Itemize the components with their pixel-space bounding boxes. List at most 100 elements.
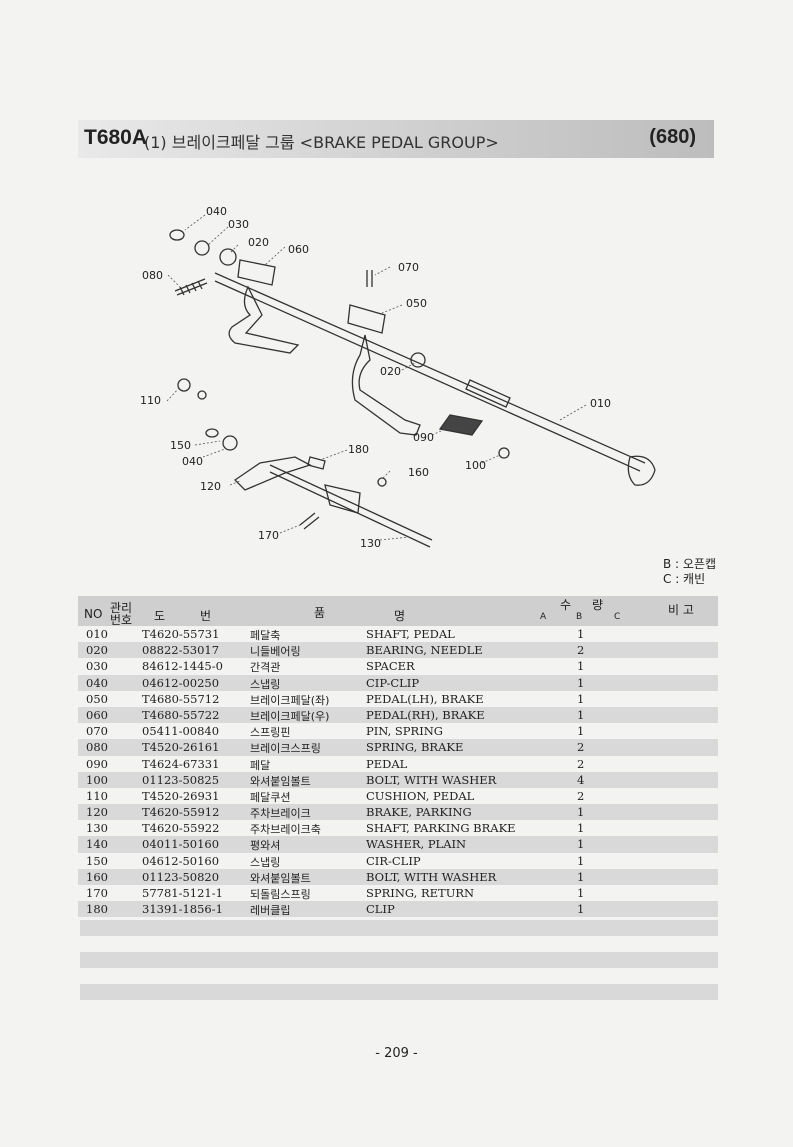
pedal-rh <box>228 259 300 354</box>
cell-no: 160 <box>86 869 108 884</box>
cell-name-kr: 평와셔 <box>250 839 281 853</box>
cell-part-number: 01123-50825 <box>142 772 220 787</box>
cell-no: 060 <box>86 707 108 722</box>
section-ref: (680) <box>649 126 696 148</box>
cell-no: 080 <box>86 740 108 755</box>
pin-070 <box>366 270 373 287</box>
callout-100: 100 <box>465 459 486 472</box>
cell-part-number: 05411-00840 <box>142 724 220 739</box>
cell-part-number: T4624-67331 <box>142 756 220 771</box>
clip-040b <box>205 428 219 438</box>
cell-name-en: WASHER, PLAIN <box>366 837 467 852</box>
bolt-160 <box>377 477 387 487</box>
cell-part-number: T4520-26161 <box>142 740 220 755</box>
parking-bracket <box>324 484 361 514</box>
callout-120: 120 <box>200 480 221 493</box>
header-name-2: 명 <box>394 609 406 623</box>
cell-no: 180 <box>86 902 108 917</box>
spring-080 <box>174 278 208 296</box>
cell-part-number: 04011-50160 <box>142 837 220 852</box>
cell-name-kr: 스냅링 <box>250 855 281 869</box>
model-code: T680A <box>84 126 148 149</box>
callout-150: 150 <box>170 439 191 452</box>
cell-qty-b: 1 <box>577 821 585 836</box>
callout-010: 010 <box>590 397 611 410</box>
cell-no: 110 <box>86 788 108 803</box>
cell-part-number: 08822-53017 <box>142 643 220 658</box>
cell-name-kr: 주차브레이크 <box>250 807 311 821</box>
header-no: NO <box>84 607 103 621</box>
header-drawing-1: 도 <box>154 609 166 623</box>
cell-part-number: T4620-55922 <box>142 821 220 836</box>
cell-no: 090 <box>86 756 108 771</box>
cell-name-kr: 브레이크페달(우) <box>250 709 330 723</box>
callout-040b: 040 <box>182 455 203 468</box>
parking-shaft <box>269 464 433 548</box>
callout-030: 030 <box>228 218 249 231</box>
table-header: NO 관리 번호 도 번 품 명 수 량 A B C 비 고 <box>78 596 718 627</box>
clip-180 <box>307 456 326 470</box>
callout-170: 170 <box>258 529 279 542</box>
cell-name-kr: 간격관 <box>250 661 281 675</box>
cell-qty-b: 1 <box>577 724 585 739</box>
cell-no: 030 <box>86 659 108 674</box>
table-row: 140 04011-50160 평와셔 WASHER, PLAIN 1 <box>78 836 718 853</box>
cell-qty-b: 1 <box>577 837 585 852</box>
cell-no: 070 <box>86 724 108 739</box>
cell-qty-b: 1 <box>577 805 585 820</box>
cell-name-en: PEDAL(LH), BRAKE <box>366 691 484 706</box>
cell-name-en: SPRING, RETURN <box>366 886 475 900</box>
cell-name-kr: 레버클립 <box>250 904 291 918</box>
cell-name-en: CIP-CLIP <box>366 675 420 690</box>
cell-qty-b: 1 <box>577 902 585 917</box>
blank-row <box>80 952 718 968</box>
cell-part-number: 04612-00250 <box>142 675 220 690</box>
cell-name-kr: 와셔붙임볼트 <box>250 871 311 885</box>
cell-no: 130 <box>86 821 108 836</box>
callout-050: 050 <box>406 297 427 310</box>
cell-no: 050 <box>86 691 108 706</box>
legend: B : 오픈캡 C : 캐빈 <box>663 557 716 587</box>
bolt-100 <box>498 447 510 459</box>
bearing-020b <box>410 352 426 368</box>
pedal-pad-090 <box>438 414 484 436</box>
callout-020b: 020 <box>380 365 401 378</box>
cell-name-kr: 페달축 <box>250 629 281 642</box>
header-drawing-2: 번 <box>200 609 212 623</box>
bolt-110b <box>197 390 207 400</box>
callout-160: 160 <box>408 466 429 479</box>
cell-name-kr: 브레이크스프링 <box>250 742 321 756</box>
washer-150 <box>222 435 238 451</box>
callout-080: 080 <box>142 269 163 282</box>
spacer-030 <box>194 240 210 256</box>
cell-name-en: SHAFT, PARKING BRAKE <box>366 821 516 836</box>
cell-name-en: CLIP <box>366 902 395 917</box>
header-qty-2: 량 <box>592 598 604 612</box>
cell-qty-b: 1 <box>577 869 585 884</box>
cell-part-number: 04612-50160 <box>142 853 220 868</box>
cell-name-en: PIN, SPRING <box>366 724 443 739</box>
cell-part-number: T4680-55722 <box>142 707 220 722</box>
cell-name-en: CUSHION, PEDAL <box>366 788 475 803</box>
header-name-1: 품 <box>314 606 326 620</box>
header-col-c: C <box>614 612 621 622</box>
legend-b: B : 오픈캡 <box>663 557 717 571</box>
legend-c: C : 캐빈 <box>663 572 706 586</box>
cell-part-number: 31391-1856-1 <box>142 902 223 917</box>
shaft-010 <box>214 272 646 472</box>
cell-qty-b: 2 <box>577 756 585 771</box>
cell-no: 140 <box>86 837 108 852</box>
cell-no: 020 <box>86 643 108 658</box>
